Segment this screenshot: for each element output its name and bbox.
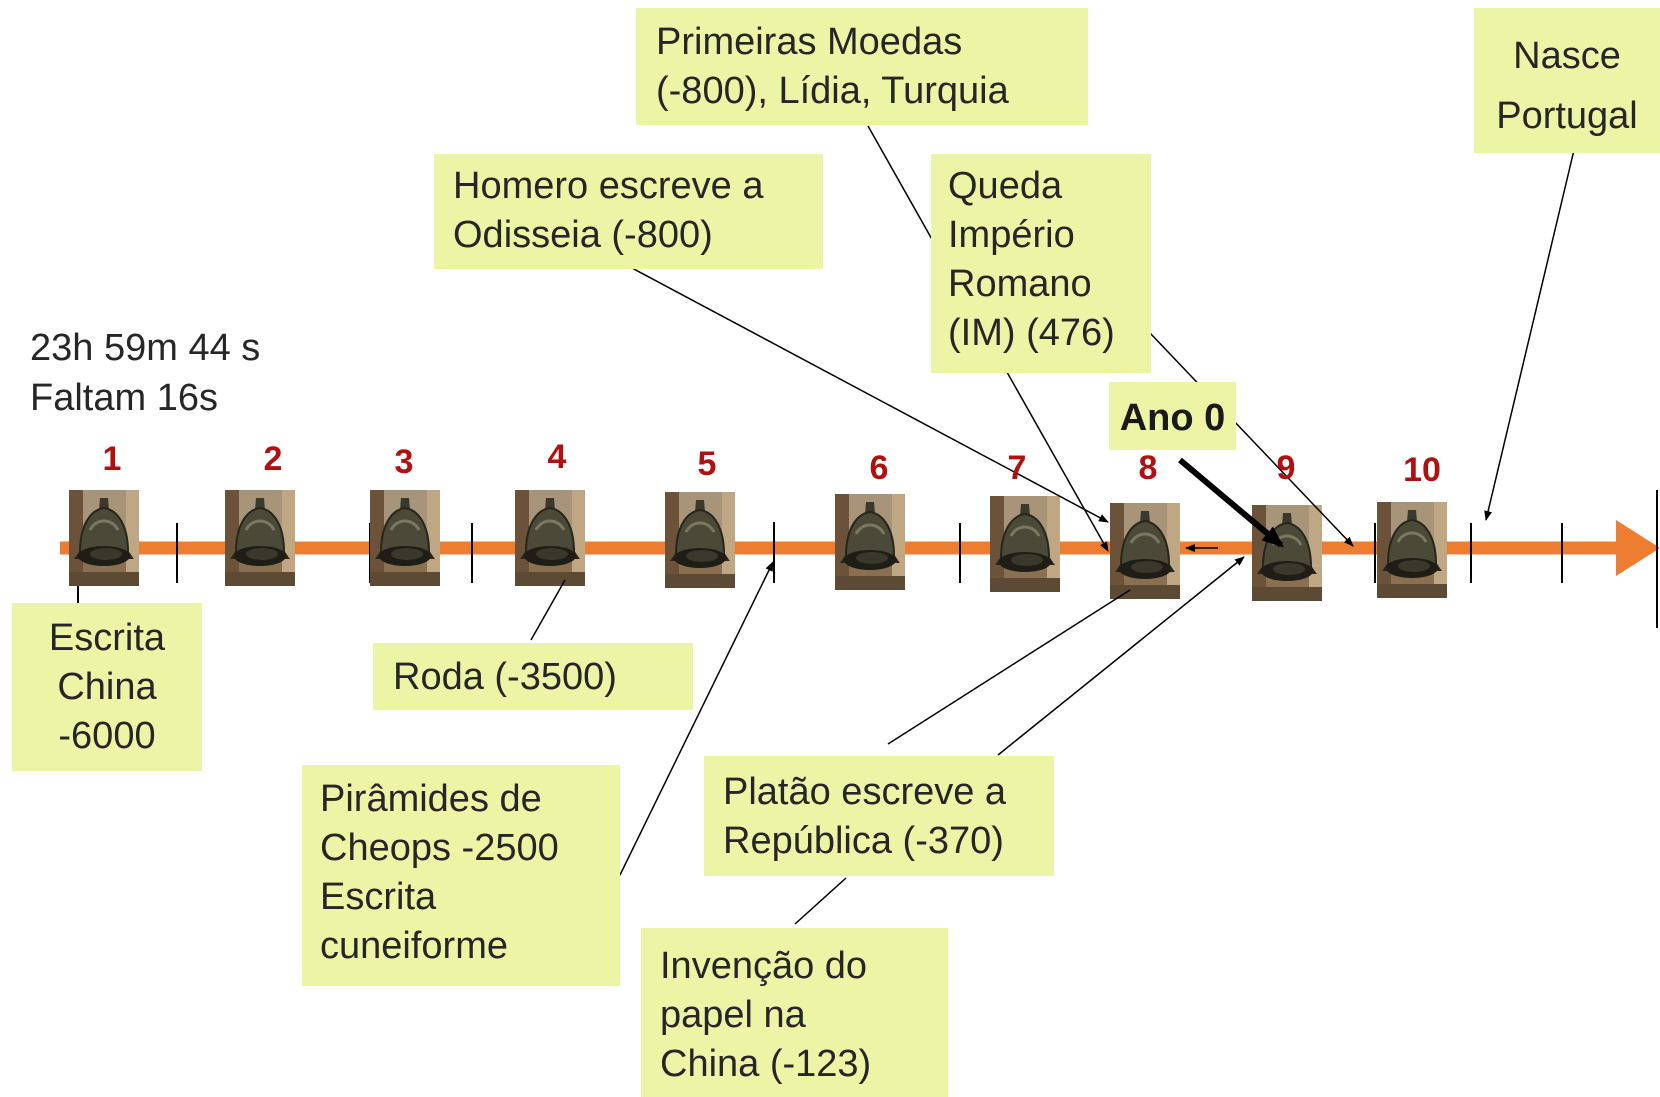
bell-icon (67, 488, 141, 588)
note-line: Roda (-3500) (393, 656, 617, 698)
clock-readout: 23h 59m 44 s Faltam 16s (30, 323, 260, 423)
note-portugal: Nasce Portugal (1474, 8, 1660, 153)
note-line: Invenção do (660, 945, 868, 987)
ano-zero-label: Ano 0 (1119, 397, 1226, 439)
bell-icon (988, 494, 1062, 594)
note-moedas: Primeiras Moedas (-800), Lídia, Turquia (636, 8, 1088, 125)
note-line: China (57, 666, 157, 708)
bell-number: 4 (547, 438, 567, 476)
note-line: Romano (948, 263, 1092, 305)
bell-number: 1 (102, 440, 122, 478)
note-line: Escrita (320, 876, 437, 918)
note-line: Escrita (48, 617, 166, 659)
note-line: papel na (660, 994, 806, 1036)
bell-number: 5 (697, 445, 717, 483)
timeline-ticks (77, 490, 1658, 628)
note-line: Pirâmides de (320, 778, 542, 820)
bell-icon (1375, 500, 1449, 600)
note-line: Nasce (1513, 35, 1621, 77)
note-queda-imperio: Queda Império Romano (IM) (476) (931, 154, 1151, 373)
note-line: Odisseia (-800) (453, 214, 713, 256)
note-roda: Roda (-3500) (373, 643, 693, 710)
note-papel: Invenção do papel na China (-123) (641, 928, 948, 1097)
note-line: Homero escreve a (453, 165, 764, 207)
bell-icon (1250, 503, 1324, 603)
clock-remaining: Faltam 16s (30, 377, 218, 419)
bell-icon (513, 488, 587, 588)
bell-icon (833, 492, 907, 592)
bell-number: 8 (1138, 449, 1158, 487)
bell-icon (1108, 501, 1182, 601)
note-line: Império (948, 214, 1075, 256)
note-piramides: Pirâmides de Cheops -2500 Escrita cuneif… (302, 765, 620, 986)
clock-time: 23h 59m 44 s (30, 327, 261, 369)
note-platao: Platão escreve a República (-370) (704, 756, 1054, 876)
timeline-arrowhead (1616, 520, 1660, 576)
note-ano-zero: Ano 0 (1109, 382, 1236, 450)
bell-number: 3 (394, 443, 414, 481)
note-line: Primeiras Moedas (656, 21, 963, 63)
bell-icon (368, 488, 442, 588)
ano-zero-arrow (1178, 457, 1285, 548)
bell-number: 9 (1276, 449, 1296, 487)
note-line: (IM) (476) (948, 312, 1115, 354)
note-line: Portugal (1496, 95, 1638, 137)
note-line: -6000 (58, 715, 156, 757)
connector-lines (530, 125, 1575, 925)
note-escrita-china: Escrita China -6000 (12, 603, 202, 771)
note-line: China (-123) (660, 1043, 872, 1085)
note-homero: Homero escreve a Odisseia (-800) (434, 154, 823, 269)
note-line: Platão escreve a (723, 771, 1007, 813)
bell-number: 6 (869, 449, 889, 487)
bell-number: 10 (1403, 451, 1441, 489)
bell-number: 2 (263, 440, 283, 478)
note-line: (-800), Lídia, Turquia (656, 70, 1009, 112)
note-line: cuneiforme (320, 925, 508, 967)
bell-icon (223, 488, 297, 588)
bell-number: 7 (1007, 449, 1027, 487)
note-line: Queda (948, 165, 1063, 207)
note-line: Cheops -2500 (320, 827, 559, 869)
note-line: República (-370) (723, 820, 1004, 862)
bell-icon (663, 490, 737, 590)
